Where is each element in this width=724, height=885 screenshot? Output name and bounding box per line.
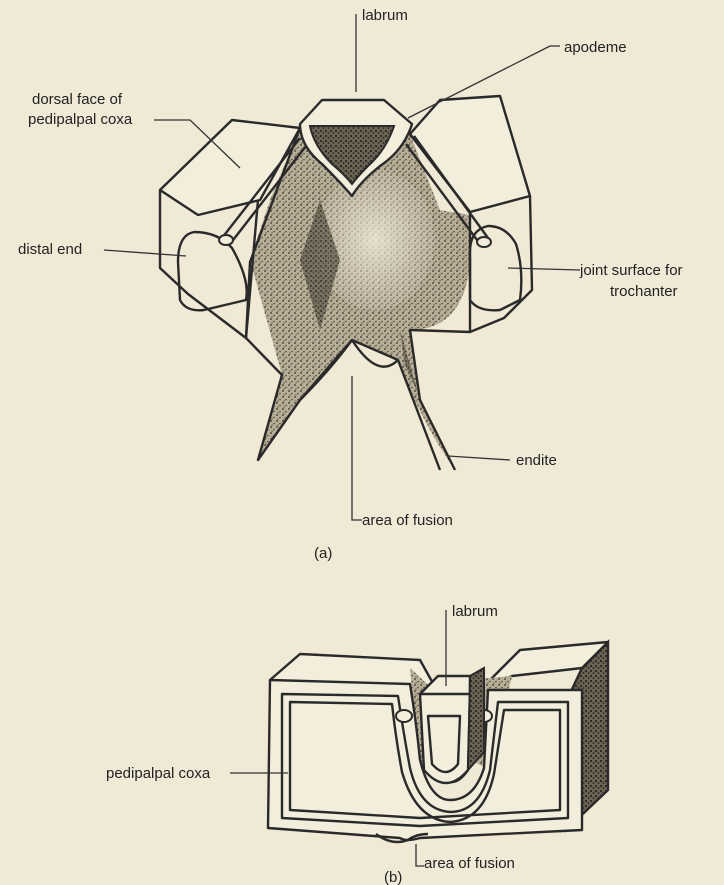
label-joint-surface-1: joint surface for (579, 262, 683, 279)
label-joint-surface-2: trochanter (610, 283, 678, 300)
caption-b: (b) (384, 869, 402, 885)
label-area-of-fusion-b: area of fusion (424, 855, 515, 872)
label-apodeme: apodeme (564, 39, 627, 56)
figure-b (268, 642, 608, 842)
label-labrum-b: labrum (452, 603, 498, 620)
label-dorsal-face-2: pedipalpal coxa (28, 111, 133, 128)
label-endite: endite (516, 452, 557, 469)
labrum-b-front (420, 694, 470, 783)
left-joint-surface (178, 232, 247, 310)
label-area-of-fusion-a: area of fusion (362, 512, 453, 529)
label-distal-end: distal end (18, 241, 82, 258)
labrum-b-side (468, 668, 484, 770)
label-dorsal-face-1: dorsal face of (32, 91, 123, 108)
caption-a: (a) (314, 545, 332, 562)
label-labrum-a: labrum (362, 7, 408, 24)
label-pedipalpal-coxa: pedipalpal coxa (106, 765, 211, 782)
figure-a (160, 96, 532, 470)
